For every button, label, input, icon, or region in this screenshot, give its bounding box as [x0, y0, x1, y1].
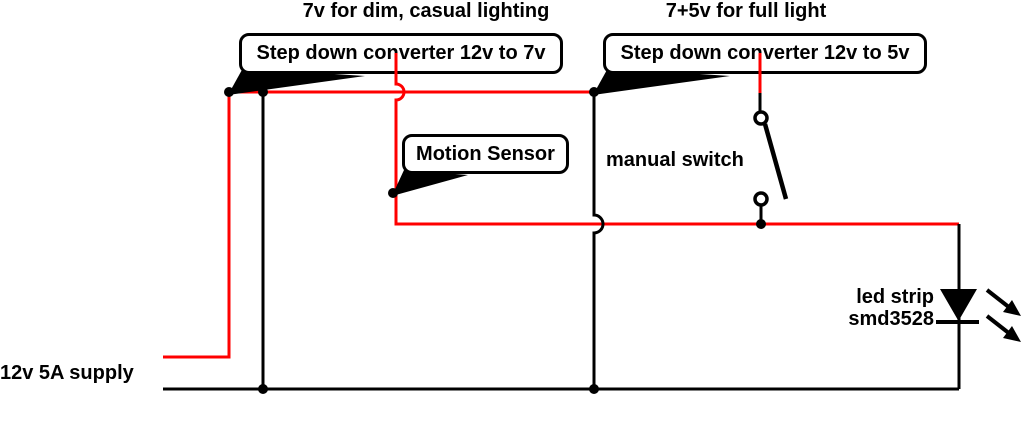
switch-terminal-top	[753, 110, 769, 126]
callout-motion-sensor-label: Motion Sensor	[416, 142, 555, 165]
switch-lever	[762, 123, 789, 200]
junction-dot	[224, 87, 234, 97]
switch-terminal-bottom	[753, 191, 769, 207]
callout-converter-5v: Step down converter 12v to 5v	[603, 33, 927, 74]
led-strip-label-line2: smd3528	[848, 308, 934, 330]
light-arrow-shaft	[985, 314, 1012, 336]
callout-converter-7v: Step down converter 12v to 7v	[239, 33, 563, 74]
led-symbol	[940, 289, 977, 321]
ground-wires	[163, 92, 979, 391]
title-dim-lighting: 7v for dim, casual lighting	[302, 0, 550, 22]
mid-ground-wire	[592, 92, 605, 389]
led-triangle	[940, 289, 977, 321]
junction-dot	[589, 87, 599, 97]
led-strip-label-line1: led strip	[856, 286, 934, 308]
power-supply-label: 12v 5A supply	[0, 362, 134, 384]
light-arrow-head	[1003, 300, 1021, 316]
manual-switch-symbol	[753, 110, 789, 207]
light-arrow-shafts	[985, 288, 1012, 336]
junction-dot	[258, 87, 268, 97]
junction-dot	[756, 219, 766, 229]
junction-dot	[388, 188, 398, 198]
junction-dot	[258, 384, 268, 394]
light-arrow-heads	[1003, 300, 1021, 342]
title-full-light: 7+5v for full light	[665, 0, 827, 22]
supply-positive-wire	[163, 90, 594, 359]
callout-converter-5v-label: Step down converter 12v to 5v	[620, 42, 910, 64]
callout-tails	[228, 68, 730, 196]
manual-switch-label: manual switch	[606, 149, 744, 171]
callout-motion-sensor: Motion Sensor	[402, 134, 569, 174]
light-arrow-shaft	[985, 288, 1012, 310]
callout-converter-7v-label: Step down converter 12v to 7v	[256, 42, 546, 64]
light-arrow-head	[1003, 326, 1021, 342]
junction-dot	[589, 384, 599, 394]
led-strip-label: led strip smd3528	[820, 286, 934, 330]
